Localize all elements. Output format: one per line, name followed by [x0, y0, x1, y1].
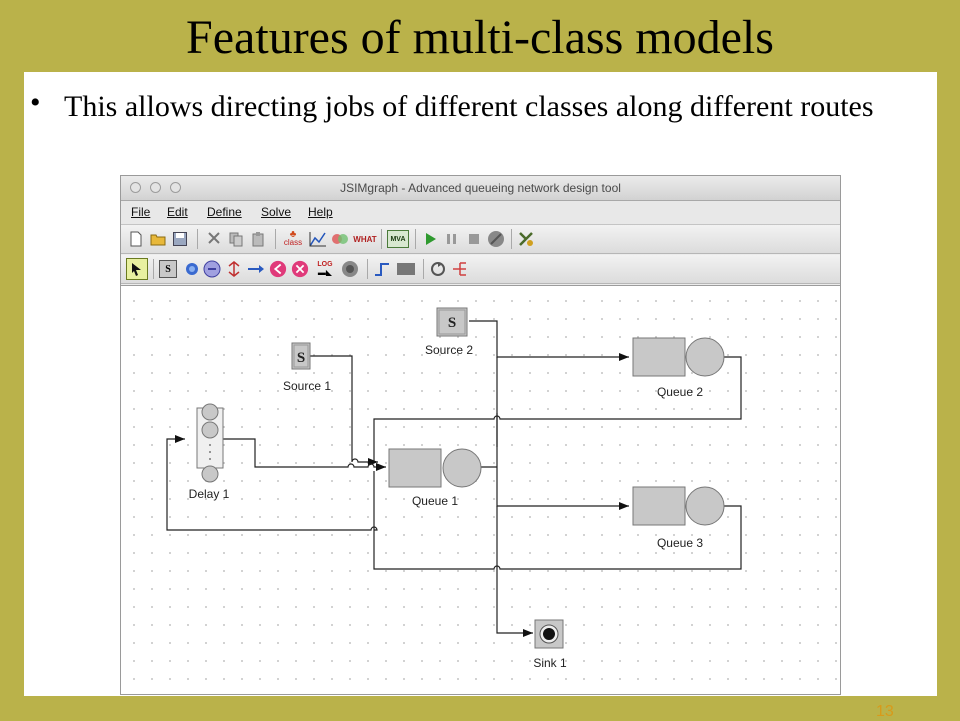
class-definition-icon[interactable]: ♣ class — [283, 229, 303, 247]
queueing-network-diagram: S Source 1 S Source 2 Delay 1 — [166, 307, 742, 670]
add-fork-icon[interactable] — [269, 260, 287, 278]
bullet-text: This allows directing jobs of different … — [64, 90, 874, 123]
menu-file-label: File — [131, 205, 151, 219]
link-queue1-queue2[interactable] — [480, 413, 498, 468]
sink-1-node[interactable] — [534, 619, 564, 649]
slide-title: Features of multi-class models — [186, 11, 774, 64]
queue-1-node[interactable] — [388, 448, 482, 488]
save-icon[interactable] — [171, 230, 189, 248]
add-sink-icon[interactable] — [341, 260, 359, 278]
source-1-node[interactable]: S — [291, 342, 311, 370]
add-blocking-region-icon[interactable] — [395, 260, 417, 278]
add-terminal-icon[interactable] — [291, 260, 309, 278]
menu-help-label: Help — [308, 205, 333, 219]
queue-2-label: Queue 2 — [657, 385, 703, 399]
link-source1-queue1[interactable] — [309, 355, 378, 466]
link-queue3-return[interactable] — [373, 471, 742, 570]
link-source2-queue2[interactable] — [469, 320, 629, 361]
queue-2-node[interactable] — [632, 337, 725, 377]
parameters-icon[interactable] — [331, 230, 349, 248]
stop-icon[interactable] — [465, 230, 483, 248]
class-icon-label: class — [283, 238, 303, 247]
what-if-icon[interactable]: WHAT — [353, 234, 377, 244]
add-source-icon[interactable]: S — [159, 260, 177, 278]
component-toolbar: S LOG ▬◣ — [121, 255, 840, 284]
new-file-icon[interactable] — [127, 230, 145, 248]
options-icon[interactable] — [517, 230, 535, 248]
menu-edit-label: Edit — [167, 205, 188, 219]
network-canvas[interactable]: S Source 1 S Source 2 Delay 1 — [121, 285, 840, 694]
mva-icon[interactable]: MVA — [387, 230, 409, 248]
minimize-window-icon[interactable] — [150, 182, 161, 193]
main-toolbar: ♣ class WHAT MVA — [121, 225, 840, 254]
stop-simulation-icon[interactable] — [487, 230, 505, 248]
zoom-window-icon[interactable] — [170, 182, 181, 193]
paste-icon[interactable] — [249, 230, 267, 248]
delay-1-label: Delay 1 — [189, 487, 230, 501]
menu-edit[interactable]: Edit — [167, 205, 188, 219]
bullet-dot: • — [30, 86, 41, 119]
link-source2-sink1[interactable] — [496, 506, 533, 637]
play-icon[interactable] — [421, 230, 439, 248]
menu-solve-label: Solve — [261, 205, 292, 219]
source-1-label: Source 1 — [283, 379, 331, 393]
source-2-glyph: S — [448, 315, 456, 331]
logger-icon-label: LOG — [317, 261, 333, 268]
source-2-node[interactable]: S — [436, 307, 468, 337]
menu-define[interactable]: Define — [207, 205, 242, 219]
source-1-glyph: S — [297, 350, 305, 366]
queue-3-node[interactable] — [632, 486, 725, 526]
link-delay1-queue1[interactable] — [223, 438, 386, 471]
source-2-label: Source 2 — [425, 343, 473, 357]
window-titlebar: JSIMgraph - Advanced queueing network de… — [121, 176, 840, 201]
menu-solve[interactable]: Solve — [261, 205, 291, 219]
close-window-icon[interactable] — [130, 182, 141, 193]
copy-icon[interactable] — [227, 230, 245, 248]
queue-1-label: Queue 1 — [412, 494, 458, 508]
pause-icon[interactable] — [443, 230, 461, 248]
menu-define-label: Define — [207, 205, 242, 219]
link-source2-queue3[interactable] — [496, 357, 629, 510]
page-number: 13 — [876, 703, 894, 720]
performance-indices-icon[interactable] — [309, 230, 327, 248]
add-join-icon[interactable] — [247, 260, 265, 278]
add-logger-icon[interactable]: LOG ▬◣ — [317, 261, 333, 277]
window-title: JSIMgraph - Advanced queueing network de… — [340, 181, 621, 195]
cut-icon[interactable] — [205, 230, 223, 248]
add-router-icon[interactable] — [225, 260, 243, 278]
select-pointer-icon[interactable] — [126, 258, 148, 280]
link-queue2-return[interactable] — [373, 356, 742, 461]
queue-3-label: Queue 3 — [657, 536, 703, 550]
rotate-icon[interactable] — [429, 260, 447, 278]
jsimgraph-window: JSIMgraph - Advanced queueing network de… — [120, 175, 841, 695]
add-delay-icon[interactable] — [203, 260, 221, 278]
optimize-layout-icon[interactable] — [451, 260, 469, 278]
open-folder-icon[interactable] — [149, 230, 167, 248]
menu-file[interactable]: File — [131, 205, 150, 219]
menu-help[interactable]: Help — [308, 205, 333, 219]
add-link-icon[interactable] — [373, 260, 391, 278]
menubar: File Edit Define Solve Help — [121, 201, 840, 225]
sink-1-label: Sink 1 — [533, 656, 567, 670]
delay-1-node[interactable] — [196, 403, 224, 483]
link-queue1-delay1[interactable] — [166, 435, 378, 531]
add-queue-icon[interactable] — [181, 260, 199, 278]
